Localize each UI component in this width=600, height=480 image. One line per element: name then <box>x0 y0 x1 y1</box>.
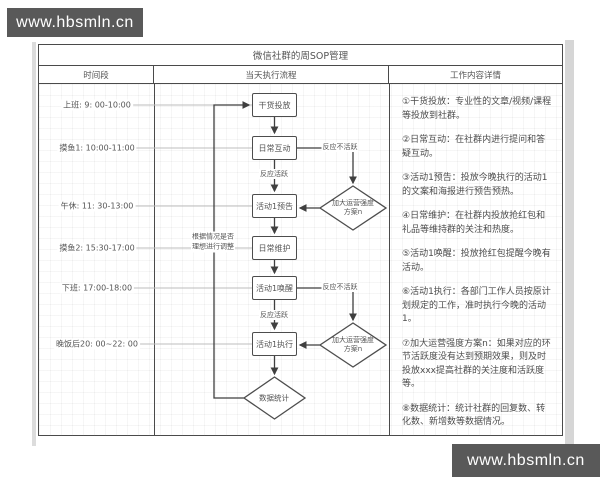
detail-item-1: ①干货投放：专业性的文章/视频/课程等投放到社群。 <box>402 97 552 121</box>
sop-table: 微信社群的周SOP管理 时间段 当天执行流程 工作内容详情 <box>38 44 563 436</box>
diamond-intensify-2 <box>318 322 388 368</box>
time-label-slack-2: 摸鱼2: 15:30-17:00 <box>57 242 137 254</box>
watermark-bottom: www.hbsmln.cn <box>452 444 600 477</box>
diamond-1-line-2: 方案n <box>343 208 363 216</box>
page-edge-left <box>32 42 36 446</box>
leader-lines <box>97 104 252 345</box>
detail-item-4: ④日常维护：在社群内投放抢红包和礼品等维持群的关注和热度。 <box>402 211 546 235</box>
diamond-label-data-stats: 数据统计 <box>259 393 289 403</box>
table-title: 微信社群的周SOP管理 <box>39 45 562 66</box>
diamond-1-line-1: 加大运营强度 <box>332 199 374 207</box>
flow-box-daily-maintain: 日常维护 <box>252 236 297 260</box>
time-label-off-work: 下班: 17:00-18:00 <box>59 282 135 294</box>
details-column: ①干货投放：专业性的文章/视频/课程等投放到社群。 ②日常互动：在社群内进行提问… <box>389 84 564 436</box>
edge-label-active-2: 反应活跃 <box>259 310 289 320</box>
column-header-time: 时间段 <box>39 66 154 83</box>
detail-item-5: ⑤活动1唤醒：投放抢红包提醒今晚有活动。 <box>402 249 551 273</box>
watermark-top: www.hbsmln.cn <box>7 8 143 37</box>
detail-item-7: ⑦加大运营强度方案n：如果对应的环节活跃度没有达到预期效果，则及时投放xxx提高… <box>402 338 551 390</box>
detail-item-6: ⑥活动1执行：各部门工作人员按原计划规定的工作，准时执行今晚的活动1。 <box>402 287 551 324</box>
diamond-shapes <box>242 185 388 420</box>
detail-item-8: ⑧数据统计：统计社群的回复数、转化数、新增数等数据情况。 <box>402 403 546 428</box>
time-label-after-dinner: 晚饭后20: 00~22: 00 <box>54 338 140 350</box>
feedback-line-2: 理想进行调整 <box>192 242 234 250</box>
diamond-label-intensify-2: 加大运营强度 方案n <box>332 336 374 354</box>
diamond-data-stats <box>242 376 307 420</box>
table-header: 时间段 当天执行流程 工作内容详情 <box>39 66 562 84</box>
time-label-slack-1: 摸鱼1: 10:00-11:00 <box>57 142 137 154</box>
edge-label-inactive-2: 反应不活跃 <box>321 282 359 292</box>
column-divider-1 <box>154 84 155 436</box>
column-header-details: 工作内容详情 <box>449 70 501 81</box>
flow-arrows-layer <box>97 101 388 420</box>
time-label-lunch: 午休: 11: 30-13:00 <box>58 200 136 212</box>
flow-box-activity-exec: 活动1执行 <box>252 332 297 356</box>
column-divider-2 <box>389 84 390 436</box>
diamond-2-line-1: 加大运营强度 <box>332 336 374 344</box>
page-edge-right <box>565 40 574 446</box>
diamond-2-line-2: 方案n <box>343 345 363 353</box>
edge-label-active-1: 反应活跃 <box>259 169 289 179</box>
diamond-label-intensify-1: 加大运营强度 方案n <box>332 199 374 217</box>
flow-box-daily-interact: 日常互动 <box>252 136 297 160</box>
flow-box-content-post: 干货投放 <box>252 93 297 117</box>
detail-item-3: ③活动1预告：投放今晚执行的活动1的文案和海报进行预告预热。 <box>402 173 548 197</box>
edge-label-feedback: 根据情况是否 理想进行调整 <box>191 231 235 253</box>
table-body: 上班: 9: 00-10:00 摸鱼1: 10:00-11:00 午休: 11:… <box>39 84 562 436</box>
column-header-flow: 当天执行流程 <box>154 66 389 83</box>
time-label-work-start: 上班: 9: 00-10:00 <box>61 99 133 111</box>
detail-item-2: ②日常互动：在社群内进行提问和答疑互动。 <box>402 135 546 159</box>
flow-box-activity-wake: 活动1唤醒 <box>252 276 297 300</box>
diamond-intensify-1 <box>318 185 388 231</box>
feedback-line-1: 根据情况是否 <box>192 232 234 241</box>
edge-label-inactive-1: 反应不活跃 <box>321 142 359 152</box>
flow-box-activity-preview: 活动1预告 <box>252 194 297 218</box>
